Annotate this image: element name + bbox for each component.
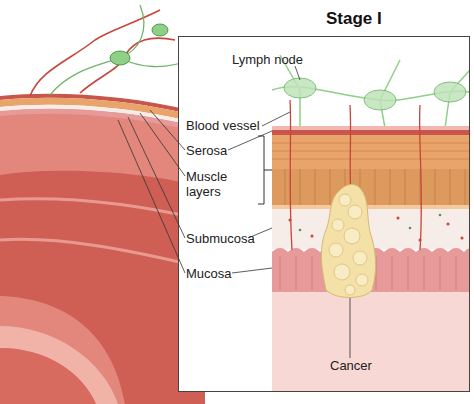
- part-label: Submucosa: [186, 231, 266, 246]
- muscle-texture: [285, 169, 465, 205]
- colon-cut-lumen: [0, 348, 96, 404]
- lymph-vessel: [50, 5, 190, 95]
- tumor-cells: [329, 194, 368, 295]
- outer-muscle-layer: [272, 135, 469, 169]
- leader-line: [150, 110, 185, 150]
- part-label: Blood vessel: [186, 118, 276, 133]
- serosa-layer: [272, 126, 469, 130]
- colon-fold: [0, 239, 205, 268]
- colon-cut-end: [0, 326, 118, 404]
- submucosa-dots: [289, 217, 464, 242]
- lymph-node: [364, 90, 396, 110]
- part-label: Muscle layers: [186, 169, 238, 199]
- lumen-surface: [272, 292, 469, 391]
- part-label: Mucosa: [186, 266, 246, 281]
- leader-line: [228, 131, 272, 150]
- lymph-node: [284, 78, 316, 98]
- leader-line: [295, 66, 300, 80]
- part-label: Cancer: [330, 358, 400, 373]
- part-label: Serosa: [186, 143, 246, 158]
- lymph-node: [110, 51, 130, 65]
- lymph-node: [434, 82, 466, 102]
- inset-layers: [272, 55, 469, 391]
- muscle-bracket: [258, 136, 272, 204]
- lymph-node: [152, 24, 168, 36]
- tumor-mass: [321, 184, 375, 297]
- stage-title: Stage I: [326, 9, 382, 29]
- colon-fold: [0, 199, 205, 220]
- inner-muscle-layer: [272, 169, 469, 205]
- leader-lines: [118, 66, 350, 358]
- leader-line: [128, 117, 185, 238]
- leader-line: [350, 298, 351, 358]
- leader-line: [140, 113, 185, 176]
- colon-lumen: [0, 171, 205, 404]
- serosa-layer: [272, 130, 469, 135]
- colon-wall: [0, 109, 205, 404]
- submucosa-dots: [299, 214, 442, 232]
- lymph-vessel: [280, 55, 469, 128]
- leader-line: [118, 120, 185, 273]
- wall-mucosa: [0, 109, 190, 130]
- muscle-texture: [272, 143, 469, 159]
- leader-line: [262, 112, 290, 126]
- leader-line: [232, 268, 272, 273]
- part-label: Lymph node: [232, 52, 322, 67]
- blood-vessel: [30, 10, 175, 96]
- layer-border: [272, 205, 469, 209]
